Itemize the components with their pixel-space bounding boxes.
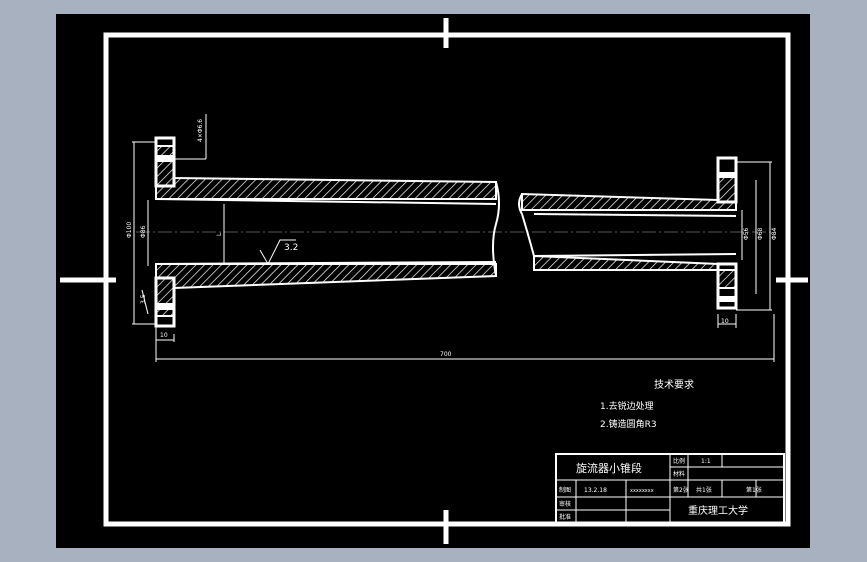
part-name: 旋流器小锥段 xyxy=(576,461,642,475)
drawing-sheet: 4×Φ6.6 Φ100 Φ86 L 3.2 3.5 10 700 Φ56 Φ68… xyxy=(56,14,810,548)
requirement-1: 1.去锐边处理 xyxy=(600,400,654,412)
approve-label: 批准 xyxy=(559,513,571,521)
title-block xyxy=(555,453,785,524)
dia-right-3: Φ84 xyxy=(771,227,778,240)
flange-thk-left: 10 xyxy=(160,332,168,339)
centering-marks xyxy=(60,18,808,544)
ratio-label: 第2张 xyxy=(673,486,689,494)
student-id: xxxxxxxx xyxy=(630,488,654,494)
left-bottom-small: 3.5 xyxy=(140,294,147,304)
drawing-canvas: 4×Φ6.6 Φ100 Φ86 L 3.2 3.5 10 700 Φ56 Φ68… xyxy=(60,18,808,544)
quantity-label: 共1张 xyxy=(696,486,712,494)
roughness-value: 3.2 xyxy=(284,243,298,253)
dia-right-1: Φ56 xyxy=(743,227,750,240)
dia-left-outer: Φ100 xyxy=(126,222,133,238)
holes-dim: 4×Φ6.6 xyxy=(197,119,204,142)
right-dimensions xyxy=(717,161,772,328)
sheet-label: 第1张 xyxy=(746,486,762,494)
check-label: 审核 xyxy=(559,500,571,508)
length-mark: L xyxy=(216,232,223,236)
total-length: 700 xyxy=(440,351,452,358)
scale-value: 1:1 xyxy=(701,458,711,465)
requirements-title: 技术要求 xyxy=(654,378,694,391)
flange-thk-right: 10 xyxy=(721,318,729,325)
dia-left-inner: Φ86 xyxy=(140,225,147,238)
dia-right-2: Φ68 xyxy=(757,227,764,240)
left-section xyxy=(154,136,500,328)
right-section xyxy=(518,156,738,310)
left-dimensions xyxy=(132,114,775,362)
design-date: 13.2.18 xyxy=(584,487,607,494)
scale-label: 比例 xyxy=(673,457,685,465)
school-name: 重庆理工大学 xyxy=(688,504,748,517)
material-label: 材料 xyxy=(673,470,685,478)
requirement-2: 2.铸造圆角R3 xyxy=(600,418,657,430)
design-label: 制图 xyxy=(559,486,571,494)
